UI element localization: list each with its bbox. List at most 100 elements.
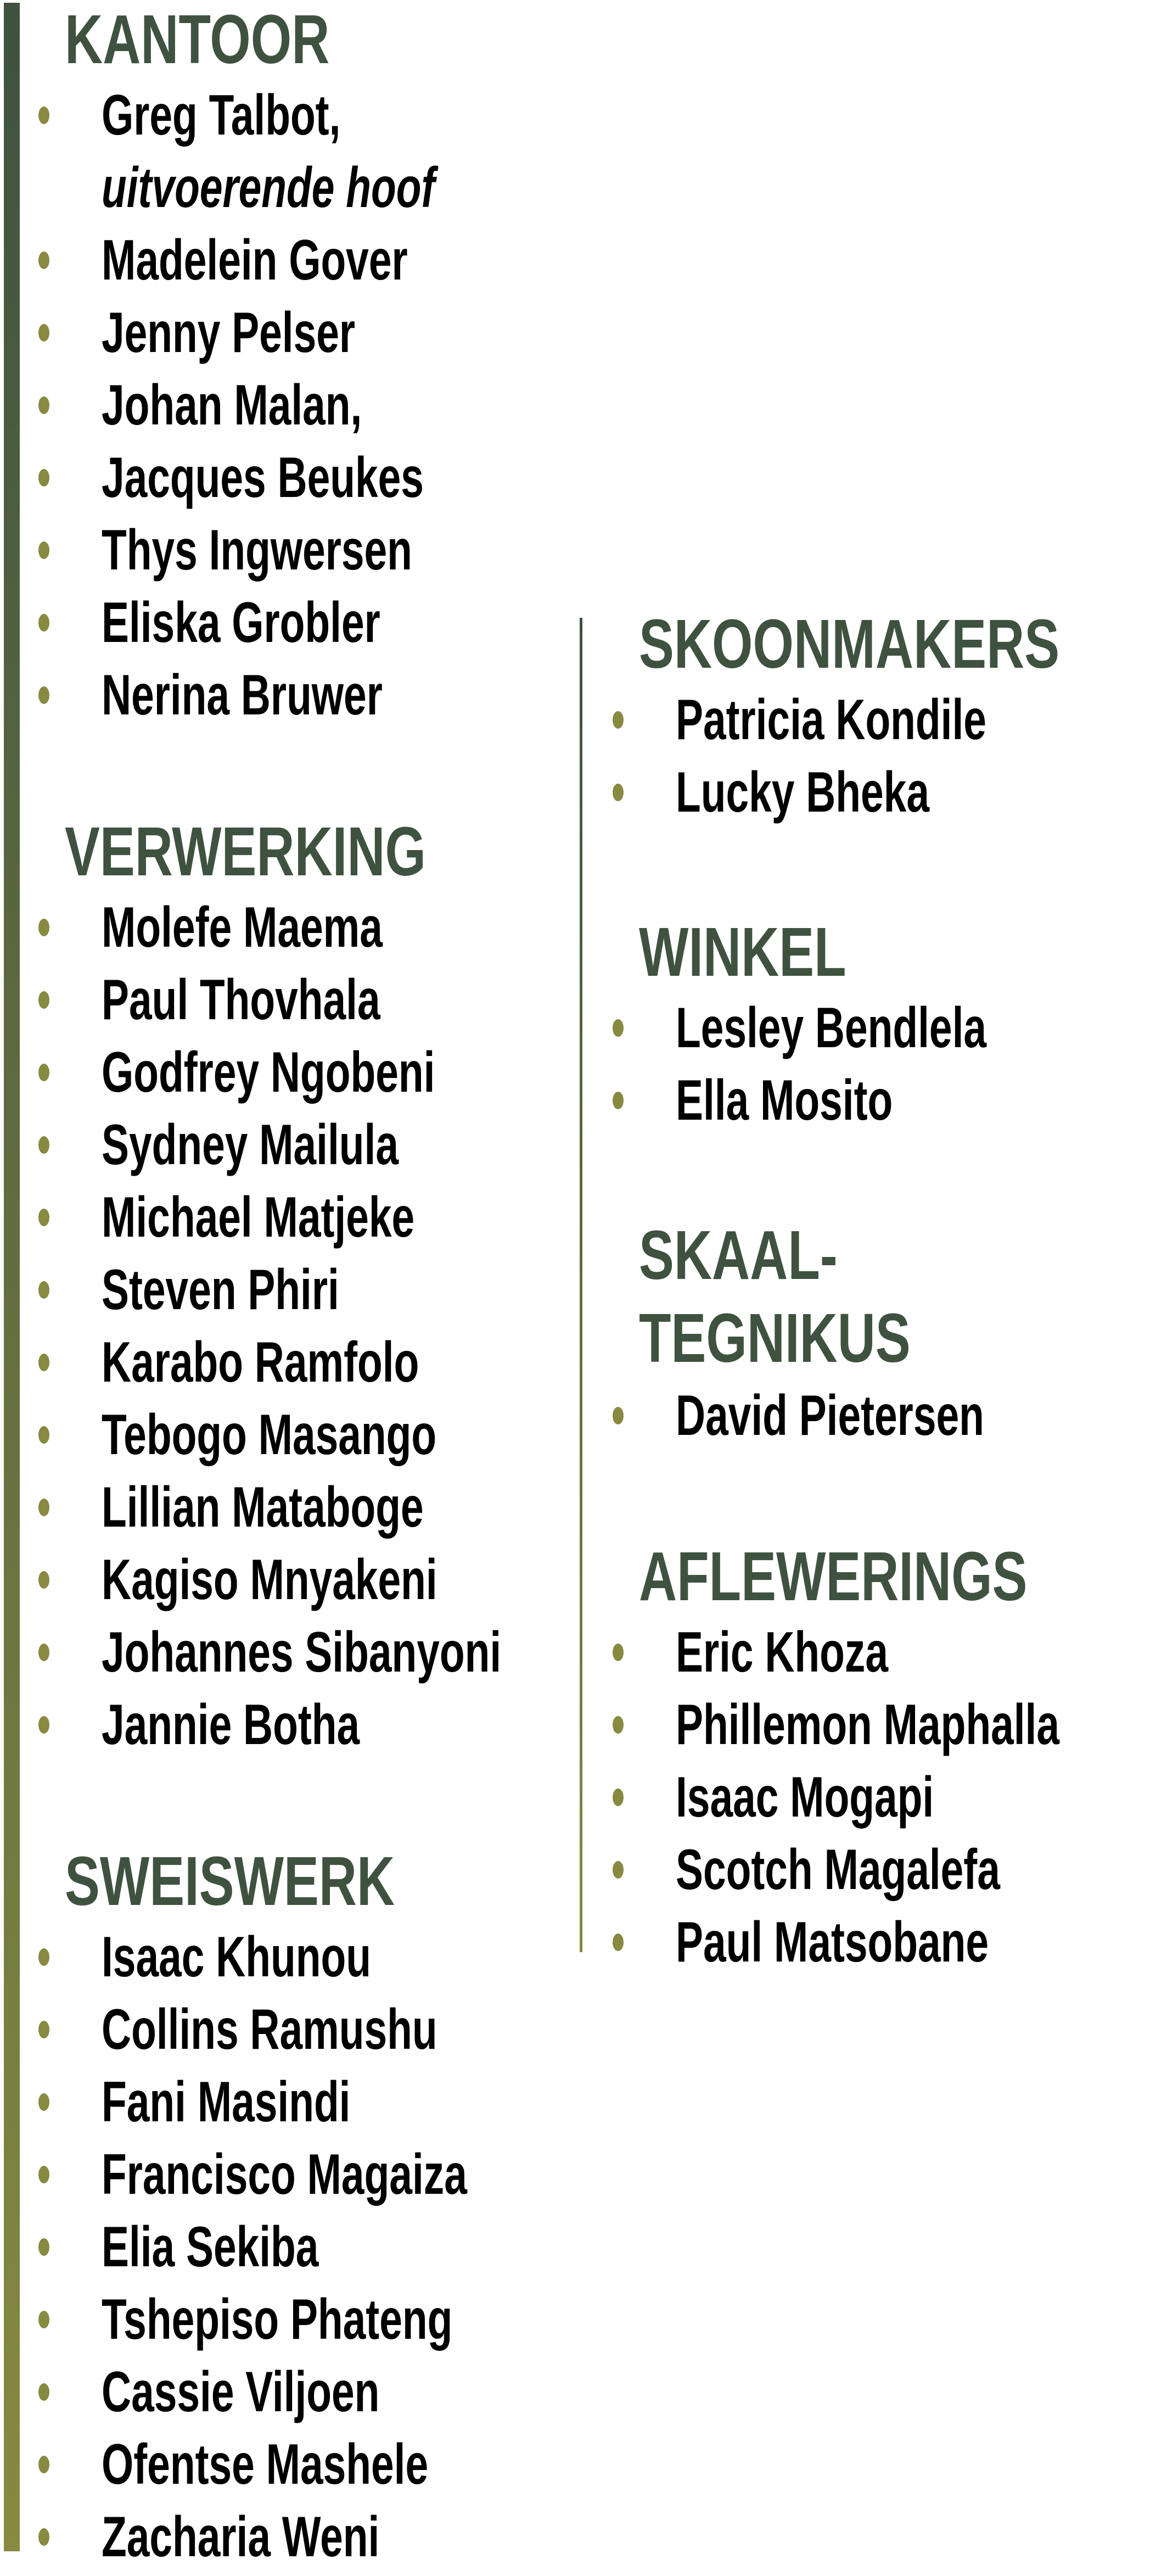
person-name: Lesley Bendlela (676, 996, 987, 1060)
list-item: Kagiso Mnyakeni (38, 1544, 657, 1616)
section-heading: KANTOOR (65, 1, 330, 78)
bullet-icon (38, 1136, 49, 1154)
bullet-icon (38, 919, 49, 936)
person-name: Johannes Sibanyoni (102, 1621, 502, 1684)
list-item: Isaac Khunou (38, 1921, 609, 1993)
person-name: Francisco Magaiza (102, 2143, 467, 2206)
list-item: Steven Phiri (38, 1254, 657, 1326)
section-heading-line2: TEGNIKUS (639, 1299, 911, 1377)
section-heading: WINKEL (639, 913, 846, 991)
list-item: Eliska Grobler (38, 586, 565, 659)
person-name: David Pietersen (676, 1384, 984, 1448)
list-item: Madelein Gover (38, 224, 565, 297)
bullet-icon (38, 396, 49, 414)
list-item: Ofentse Mashele (38, 2428, 609, 2501)
section-heading: SKOONMAKERS (639, 605, 1060, 683)
person-name: Cassie Viljoen (102, 2360, 380, 2424)
person-name: Godfrey Ngobeni (102, 1041, 435, 1104)
bullet-icon (613, 1789, 624, 1806)
list-item: Collins Ramushu (38, 1993, 609, 2066)
list-item: Jacques Beukes (38, 442, 565, 514)
person-name: Jannie Botha (102, 1693, 360, 1757)
person-name: Steven Phiri (102, 1258, 339, 1322)
person-name: Thys Ingwersen (102, 518, 412, 582)
list-item: Scotch Magalefa (613, 1834, 1167, 1906)
bullet-icon (38, 614, 49, 632)
list-item: Johannes Sibanyoni (38, 1616, 657, 1689)
bullet-icon (38, 2383, 49, 2401)
bullet-icon (613, 1644, 624, 1661)
bullet-icon (38, 2166, 49, 2183)
list-item: Ella Mosito (613, 1064, 1107, 1137)
person-name: Collins Ramushu (102, 1998, 437, 2061)
person-name: Isaac Mogapi (676, 1765, 934, 1829)
bullet-icon (613, 1934, 624, 1951)
list-item: Sydney Mailula (38, 1109, 657, 1181)
list-item: Molefe Maema (38, 891, 657, 964)
person-name: Greg Talbot, (102, 83, 341, 147)
bullet-icon (38, 1716, 49, 1734)
bullet-icon (38, 2238, 49, 2256)
list-item: Godfrey Ngobeni (38, 1036, 657, 1109)
list-item: Patricia Kondile (613, 684, 1167, 756)
list-item: Tebogo Masango (38, 1399, 657, 1471)
person-name: Isaac Khunou (102, 1925, 371, 1989)
person-name: Karabo Ramfolo (102, 1331, 419, 1394)
bullet-icon (38, 252, 49, 269)
person-name: Kagiso Mnyakeni (102, 1548, 437, 1612)
column-divider (580, 618, 582, 1952)
bullet-icon (38, 1354, 49, 1371)
bullet-icon (38, 541, 49, 559)
person-name: Michael Matjeke (102, 1186, 415, 1249)
list-item: Cassie Viljoen (38, 2356, 609, 2428)
person-name: Lucky Bheka (676, 761, 929, 824)
list-item: Thys Ingwersen (38, 514, 565, 586)
person-role: uitvoerende hoof (102, 156, 435, 220)
list-item: Jenny Pelser (38, 297, 565, 369)
person-name: Tshepiso Phateng (102, 2288, 453, 2351)
bullet-icon (613, 1407, 624, 1424)
bullet-icon (38, 686, 49, 704)
list-item: Tshepiso Phateng (38, 2283, 609, 2356)
bullet-icon (38, 107, 49, 124)
bullet-icon (38, 1644, 49, 1661)
role-line: uitvoerende hoof (102, 152, 565, 224)
list-item: David Pietersen (613, 1379, 1104, 1452)
list-item: Lucky Bheka (613, 756, 1167, 829)
person-name: Patricia Kondile (676, 688, 986, 752)
person-name: Ella Mosito (676, 1069, 893, 1132)
person-name: Ofentse Mashele (102, 2433, 429, 2496)
list-item: Greg Talbot, (38, 79, 565, 152)
person-name: Nerina Bruwer (102, 663, 383, 727)
list-item: Phillemon Maphalla (613, 1689, 1167, 1761)
person-name: Phillemon Maphalla (676, 1693, 1060, 1757)
person-name: Madelein Gover (102, 228, 408, 292)
list-item: Jannie Botha (38, 1689, 657, 1761)
person-name: Jenny Pelser (102, 301, 356, 365)
bullet-icon (38, 1281, 49, 1299)
bullet-icon (38, 2093, 49, 2111)
bullet-icon (38, 2528, 49, 2546)
bullet-icon (613, 1861, 624, 1879)
list-item: Isaac Mogapi (613, 1761, 1167, 1834)
section-heading: VERWERKING (65, 813, 426, 890)
person-name: Sydney Mailula (102, 1113, 399, 1177)
person-name: Jacques Beukes (102, 446, 424, 510)
bullet-icon (613, 1092, 624, 1109)
person-name: Paul Thovhala (102, 968, 380, 1032)
person-name: Fani Masindi (102, 2070, 351, 2134)
list-item: Francisco Magaiza (38, 2138, 609, 2211)
list-item: Johan Malan, (38, 369, 565, 442)
bullet-icon (38, 2456, 49, 2473)
list-item: Lesley Bendlela (613, 992, 1107, 1064)
bullet-icon (38, 324, 49, 342)
list-item: Michael Matjeke (38, 1181, 657, 1254)
list-item: Elia Sekiba (38, 2211, 609, 2283)
list-item: Paul Thovhala (38, 964, 657, 1036)
list-item: Karabo Ramfolo (38, 1326, 657, 1399)
